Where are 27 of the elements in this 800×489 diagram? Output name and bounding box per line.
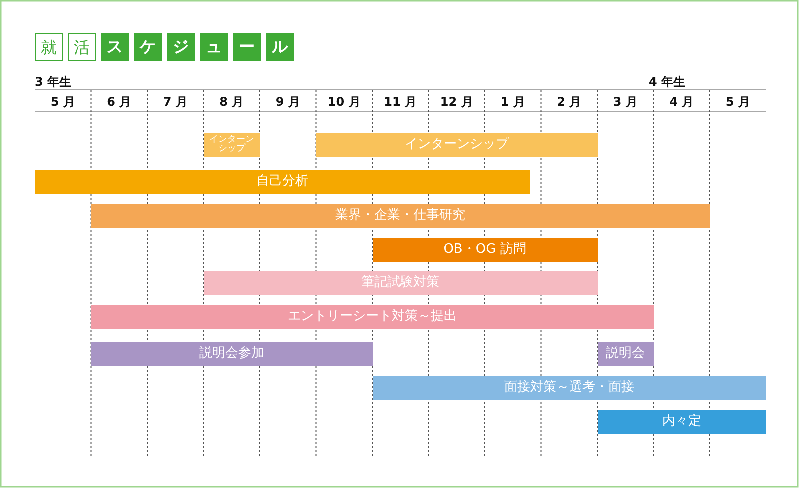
month-label: 5 月 [724,94,752,111]
schedule-bar: 内々定 [598,410,766,434]
schedule-bar: 面接対策～選考・面接 [372,376,766,400]
month-label: 12 月 [439,94,474,111]
month-label: 2 月 [556,94,583,111]
schedule-bar: エントリーシート対策～提出 [91,305,654,329]
month-label: 8 月 [218,94,246,111]
schedule-bar: インターンシップ [204,133,260,157]
year-label: 4 年生 [649,74,686,91]
month-label: 6 月 [106,94,133,111]
month-label: 4 月 [668,94,696,111]
month-label: 1 月 [500,94,526,111]
schedule-bar: 自己分析 [35,170,530,194]
month-label: 5 月 [50,94,76,111]
schedule-bar: インターンシップ [316,133,598,157]
month-label: 11 月 [383,94,418,111]
title: 就活スケジュール [35,33,299,61]
schedule-bar: 業界・企業・仕事研究 [91,204,710,228]
schedule-bar: 説明会 [598,342,654,366]
month-label: 9 月 [274,94,302,111]
month-label: 10 月 [326,94,362,111]
schedule-bar: 説明会参加 [91,342,372,366]
schedule-bar: OB・OG 訪問 [372,238,598,262]
year-label: 3 年生 [35,74,72,91]
schedule-bar: 筆記試験対策 [204,271,598,295]
month-label: 3 月 [612,94,639,111]
month-label: 7 月 [162,94,189,111]
